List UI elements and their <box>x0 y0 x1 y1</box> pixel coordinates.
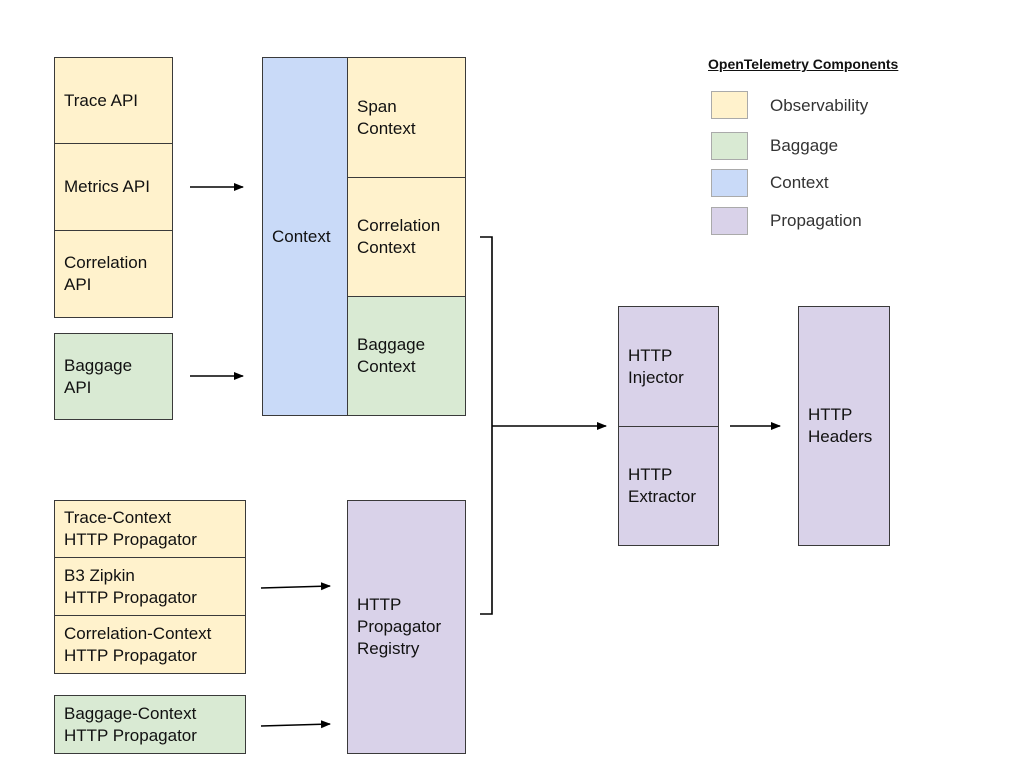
http-headers-label: HTTP Headers <box>808 405 873 446</box>
legend-swatch-observability <box>711 91 748 119</box>
http-injector-box: HTTP Injector <box>618 306 719 427</box>
metrics-api-label: Metrics API <box>64 177 150 196</box>
baggage-context-propagator-label: Baggage-Context HTTP Propagator <box>64 703 197 745</box>
context-box: Context <box>262 57 348 416</box>
legend-label-propagation: Propagation <box>770 211 862 230</box>
b3-zipkin-propagator-label: B3 Zipkin HTTP Propagator <box>64 565 197 607</box>
baggage-api-box: Baggage API <box>54 333 173 420</box>
legend-swatch-propagation <box>711 207 748 235</box>
trace-api-label: Trace API <box>64 90 139 110</box>
http-injector-label: HTTP Injector <box>628 345 684 387</box>
baggage-context-box: Baggage Context <box>347 296 466 416</box>
legend-title: OpenTelemetry Components <box>708 56 899 72</box>
trace-api-box: Trace API <box>54 57 173 144</box>
correlation-api-box: Correlation API <box>54 230 173 318</box>
legend-label-observability: Observability <box>770 96 869 115</box>
arrow-baggage-propagator-to-registry <box>260 720 331 729</box>
baggage-context-propagator-box: Baggage-Context HTTP Propagator <box>54 695 246 754</box>
correlation-context-label: Correlation Context <box>357 216 441 257</box>
trace-context-propagator-box: Trace-Context HTTP Propagator <box>54 500 246 558</box>
b3-zipkin-propagator-box: B3 Zipkin HTTP Propagator <box>54 557 246 616</box>
legend-swatch-baggage <box>711 132 748 160</box>
arrow-propagators-to-registry <box>260 582 331 591</box>
legend-label-baggage: Baggage <box>770 136 839 155</box>
correlation-context-propagator-label: Correlation-Context HTTP Propagator <box>64 623 212 665</box>
trace-context-propagator-label: Trace-Context HTTP Propagator <box>64 508 197 549</box>
http-extractor-box: HTTP Extractor <box>618 426 719 546</box>
span-context-label: Span Context <box>357 96 416 138</box>
correlation-api-label: Correlation API <box>64 253 148 294</box>
context-label: Context <box>272 226 331 246</box>
correlation-context-box: Correlation Context <box>347 177 466 297</box>
http-propagator-registry-label: HTTP Propagator Registry <box>357 595 442 658</box>
http-extractor-label: HTTP Extractor <box>628 465 697 506</box>
legend-swatch-context <box>711 169 748 197</box>
metrics-api-box: Metrics API <box>54 143 173 231</box>
span-context-box: Span Context <box>347 57 466 178</box>
bracket-connector <box>480 236 493 615</box>
http-headers-box: HTTP Headers <box>798 306 890 546</box>
baggage-api-label: Baggage API <box>64 355 133 397</box>
legend-label-context: Context <box>770 173 829 192</box>
correlation-context-propagator-box: Correlation-Context HTTP Propagator <box>54 615 246 674</box>
http-propagator-registry-box: HTTP Propagator Registry <box>347 500 466 754</box>
baggage-context-label: Baggage Context <box>357 335 426 376</box>
